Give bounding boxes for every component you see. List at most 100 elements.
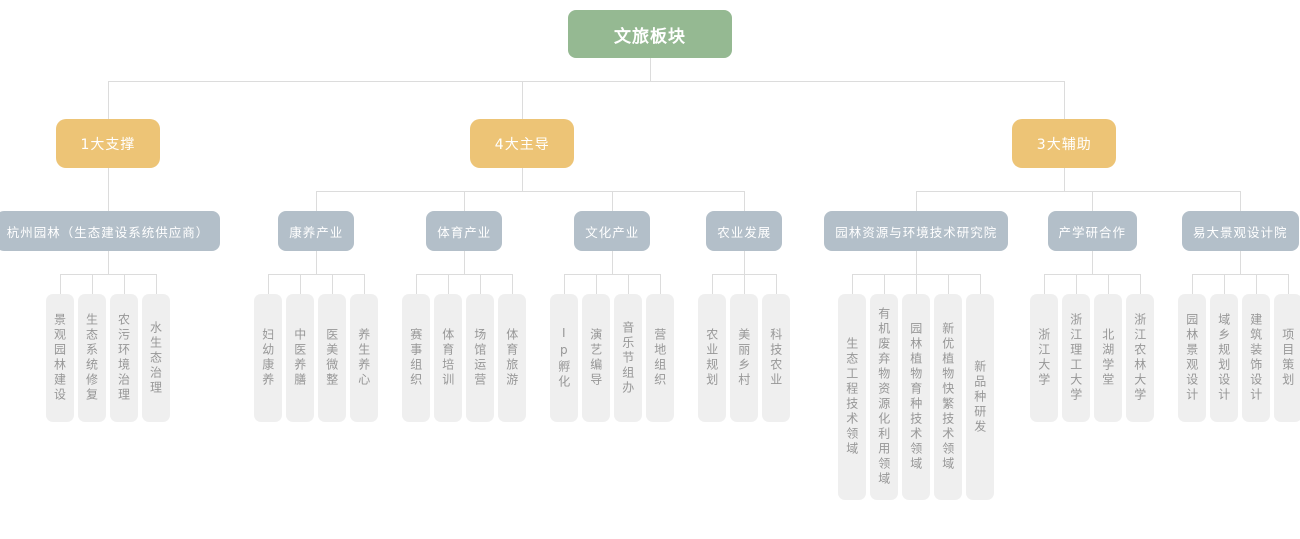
group-row: 杭州园林（生态建设系统供应商） 景观园林建设 生态系统修复 农污环境治理 水生态… [0, 168, 230, 422]
leaf-node: 赛事组织 [402, 294, 431, 422]
leaf-node: 营地组织 [646, 294, 675, 422]
leaf-item: 水生态治理 [139, 274, 172, 422]
leaf-node: 音乐节组办 [614, 294, 643, 422]
category-node: 体育产业 [426, 211, 503, 251]
leaf-node: 水生态治理 [141, 294, 170, 422]
group-item-research-institute: 园林资源与环境技术研究院 生态工程技术领域 有机废弃物资源化利用领域 园林植物育… [814, 191, 1019, 500]
category-node: 文化产业 [574, 211, 651, 251]
leaf-row: 生态工程技术领域 有机废弃物资源化利用领域 园林植物育种技术领域 新优植物快繁技… [836, 251, 996, 500]
group-row: 园林资源与环境技术研究院 生态工程技术领域 有机废弃物资源化利用领域 园林植物育… [814, 168, 1300, 500]
category-node: 杭州园林（生态建设系统供应商） [0, 211, 221, 251]
leaf-item: 场馆运营 [464, 274, 497, 422]
leaf-node: 域乡规划设计 [1210, 294, 1239, 422]
leaf-item: 建筑装饰设计 [1240, 274, 1273, 422]
leaf-item: 体育培训 [432, 274, 465, 422]
category-node: 易大景观设计院 [1182, 211, 1299, 251]
category-node: 康养产业 [278, 211, 355, 251]
leaf-node: 农污环境治理 [109, 294, 138, 422]
leaf-item: 园林景观设计 [1176, 274, 1209, 422]
leaf-node: 项目策划 [1274, 294, 1300, 422]
group-item-hangzhou-garden: 杭州园林（生态建设系统供应商） 景观园林建设 生态系统修复 农污环境治理 水生态… [0, 191, 230, 422]
branch-item-auxiliary: 3大辅助 园林资源与环境技术研究院 生态工程技术领域 有机废弃物资源化利用领域 … [808, 81, 1300, 500]
leaf-node: 北湖学堂 [1094, 294, 1123, 422]
branch-node-label: 3大辅助 [1036, 136, 1092, 153]
org-chart: 文旅板块 1大支撑 杭州园林（生态建设系统供应商） 景观园林建设 生态系统修复 … [0, 10, 1300, 500]
leaf-item: 有机废弃物资源化利用领域 [868, 274, 901, 500]
leaf-item: 浙江理工大学 [1060, 274, 1093, 422]
leaf-item: 浙江农林大学 [1124, 274, 1156, 422]
root-node-label: 文旅板块 [614, 26, 686, 47]
leaf-node: 演艺编导 [582, 294, 611, 422]
leaf-node: 有机废弃物资源化利用领域 [870, 294, 899, 500]
leaf-node: 建筑装饰设计 [1242, 294, 1271, 422]
leaf-item: 医美微整 [316, 274, 349, 422]
leaf-item: 中医养膳 [284, 274, 317, 422]
leaf-node: 中医养膳 [286, 294, 315, 422]
leaf-item: 音乐节组办 [612, 274, 645, 422]
leaf-node: 浙江理工大学 [1062, 294, 1091, 422]
leaf-node: 园林植物育种技术领域 [902, 294, 931, 500]
leaf-node: 体育旅游 [498, 294, 527, 422]
branch-node-label: 1大支撑 [80, 136, 136, 153]
leaf-item: 浙江大学 [1028, 274, 1061, 422]
leaf-item: 农污环境治理 [107, 274, 140, 422]
leaf-node: 生态系统修复 [77, 294, 106, 422]
leaf-node: 场馆运营 [466, 294, 495, 422]
branch-node: 1大支撑 [55, 119, 160, 168]
leaf-node: 养生养心 [350, 294, 379, 422]
leaf-item: 新优植物快繁技术领域 [932, 274, 965, 500]
leaf-item: 域乡规划设计 [1208, 274, 1241, 422]
leaf-row: Ip孵化 演艺编导 音乐节组办 营地组织 [548, 251, 676, 422]
leaf-node: Ip孵化 [550, 294, 579, 422]
leaf-item: 生态系统修复 [75, 274, 108, 422]
group-item-culture: 文化产业 Ip孵化 演艺编导 音乐节组办 营地组织 [538, 191, 687, 422]
leaf-item: 北湖学堂 [1092, 274, 1125, 422]
leaf-node: 园林景观设计 [1178, 294, 1207, 422]
category-node: 园林资源与环境技术研究院 [824, 211, 1009, 251]
leaf-row: 浙江大学 浙江理工大学 北湖学堂 浙江农林大学 [1028, 251, 1156, 422]
leaf-item: Ip孵化 [548, 274, 581, 422]
leaf-item: 妇幼康养 [252, 274, 285, 422]
leaf-row: 农业规划 美丽乡村 科技农业 [696, 251, 792, 422]
branch-node-label: 4大主导 [494, 136, 550, 153]
group-row: 康养产业 妇幼康养 中医养膳 医美微整 养生养心 体育产业 赛事组织 体育培训 [242, 168, 802, 422]
leaf-item: 营地组织 [644, 274, 676, 422]
leaf-node: 景观园林建设 [45, 294, 74, 422]
branch-row: 1大支撑 杭州园林（生态建设系统供应商） 景观园林建设 生态系统修复 农污环境治… [0, 58, 1300, 500]
leaf-node: 新品种研发 [966, 294, 995, 500]
category-node: 产学研合作 [1047, 211, 1138, 251]
leaf-node: 体育培训 [434, 294, 463, 422]
leaf-row: 园林景观设计 域乡规划设计 建筑装饰设计 项目策划 [1176, 251, 1300, 422]
leaf-item: 演艺编导 [580, 274, 613, 422]
branch-node: 4大主导 [470, 119, 575, 168]
group-item-wellness: 康养产业 妇幼康养 中医养膳 医美微整 养生养心 [242, 191, 391, 422]
leaf-node: 妇幼康养 [254, 294, 283, 422]
leaf-item: 体育旅游 [496, 274, 528, 422]
leaf-node: 新优植物快繁技术领域 [934, 294, 963, 500]
leaf-node: 农业规划 [698, 294, 727, 422]
leaf-row: 妇幼康养 中医养膳 医美微整 养生养心 [252, 251, 380, 422]
leaf-node: 医美微整 [318, 294, 347, 422]
leaf-item: 项目策划 [1272, 274, 1300, 422]
leaf-node: 生态工程技术领域 [838, 294, 867, 500]
root-node: 文旅板块 [568, 10, 732, 58]
group-item-design-institute: 易大景观设计院 园林景观设计 域乡规划设计 建筑装饰设计 项目策划 [1166, 191, 1300, 422]
leaf-node: 浙江农林大学 [1126, 294, 1155, 422]
branch-item-main: 4大主导 康养产业 妇幼康养 中医养膳 医美微整 养生养心 体育产业 [236, 81, 809, 422]
category-node: 农业发展 [706, 211, 783, 251]
leaf-row: 赛事组织 体育培训 场馆运营 体育旅游 [400, 251, 528, 422]
branch-item-support: 1大支撑 杭州园林（生态建设系统供应商） 景观园林建设 生态系统修复 农污环境治… [0, 81, 236, 422]
group-item-industry-university: 产学研合作 浙江大学 浙江理工大学 北湖学堂 浙江农林大学 [1018, 191, 1167, 422]
leaf-item: 新品种研发 [964, 274, 996, 500]
leaf-item: 生态工程技术领域 [836, 274, 869, 500]
org-chart-root-item: 文旅板块 1大支撑 杭州园林（生态建设系统供应商） 景观园林建设 生态系统修复 … [0, 10, 1300, 500]
group-item-agriculture: 农业发展 农业规划 美丽乡村 科技农业 [686, 191, 802, 422]
leaf-item: 景观园林建设 [44, 274, 76, 422]
leaf-item: 科技农业 [760, 274, 792, 422]
leaf-item: 赛事组织 [400, 274, 433, 422]
leaf-item: 农业规划 [696, 274, 729, 422]
leaf-node: 美丽乡村 [730, 294, 759, 422]
leaf-item: 园林植物育种技术领域 [900, 274, 933, 500]
group-item-sports: 体育产业 赛事组织 体育培训 场馆运营 体育旅游 [390, 191, 539, 422]
leaf-row: 景观园林建设 生态系统修复 农污环境治理 水生态治理 [44, 251, 172, 422]
